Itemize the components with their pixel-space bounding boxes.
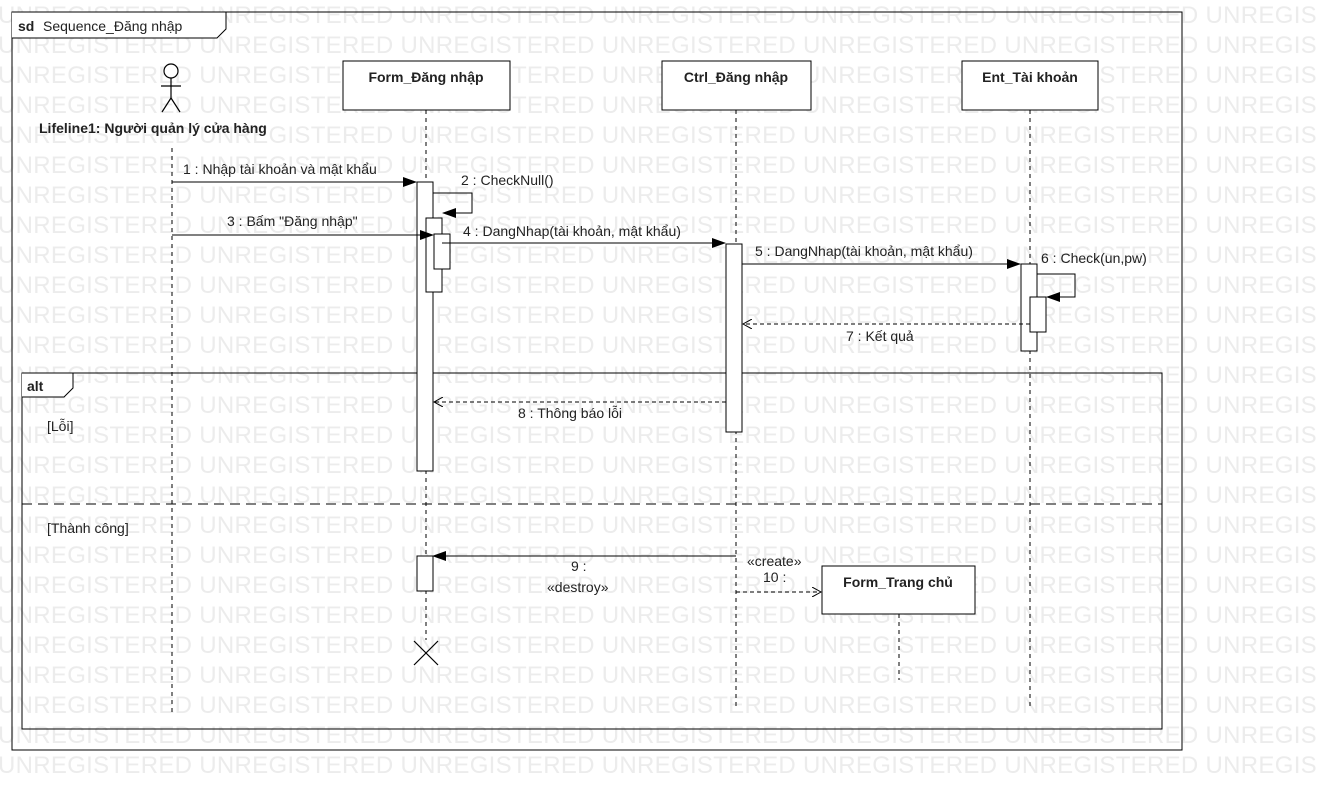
lifeline-form-home[interactable]: Form_Trang chủ xyxy=(821,565,976,680)
alt-operator: alt xyxy=(27,378,44,394)
destroy-x-icon xyxy=(413,640,439,666)
activation-ent-check xyxy=(1029,296,1047,333)
message-10-number: 10 : xyxy=(763,569,786,585)
lifeline-ent-account[interactable]: Ent_Tài khoản xyxy=(961,60,1099,710)
actor-lifeline[interactable]: Lifeline1: Người quản lý cửa hàng xyxy=(39,63,267,712)
message-5-label: 5 : DangNhap(tài khoản, mật khẩu) xyxy=(755,243,973,259)
message-2-label: 2 : CheckNull() xyxy=(461,172,554,188)
activation-form-nested xyxy=(433,233,451,270)
activation-form-destroy xyxy=(416,555,434,592)
actor-label: Lifeline1: Người quản lý cửa hàng xyxy=(39,120,267,136)
lifeline-form-login[interactable]: Form_Đăng nhập xyxy=(342,60,511,640)
lifeline-ent-account-label: Ent_Tài khoản xyxy=(982,69,1078,85)
messages: 1 : Nhập tài khoản và mật khẩu 2 : Check… xyxy=(172,161,1147,595)
lifeline-form-home-label: Form_Trang chủ xyxy=(843,574,953,590)
activation-ctrl xyxy=(725,243,743,433)
sequence-frame: sd Sequence_Đăng nhập xyxy=(11,11,1183,751)
stick-figure-icon xyxy=(161,63,181,113)
frame-keyword: sd xyxy=(18,18,34,34)
lifeline-ctrl-login-label: Ctrl_Đăng nhập xyxy=(684,69,788,85)
message-8-label: 8 : Thông báo lỗi xyxy=(518,405,622,421)
message-3-label: 3 : Bấm "Đăng nhập" xyxy=(227,213,358,229)
message-10-stereotype: «create» xyxy=(747,553,802,569)
activation-bars xyxy=(416,181,1047,592)
message-6-label: 6 : Check(un,pw) xyxy=(1041,250,1147,266)
message-4-label: 4 : DangNhap(tài khoản, mật khẩu) xyxy=(463,223,681,239)
guard-success: [Thành công] xyxy=(47,520,129,536)
message-1-label: 1 : Nhập tài khoản và mật khẩu xyxy=(183,161,377,177)
lifeline-form-login-label: Form_Đăng nhập xyxy=(368,69,483,85)
message-2-arrow xyxy=(433,192,473,218)
guard-error: [Lỗi] xyxy=(47,418,73,434)
message-6-arrow xyxy=(1037,273,1076,302)
message-9-number: 9 : xyxy=(571,558,587,574)
message-7-label: 7 : Kết quả xyxy=(846,328,914,344)
frame-title: Sequence_Đăng nhập xyxy=(43,18,183,34)
alt-fragment: alt [Lỗi] [Thành công] xyxy=(21,372,1163,730)
message-9-stereotype: «destroy» xyxy=(547,579,609,595)
